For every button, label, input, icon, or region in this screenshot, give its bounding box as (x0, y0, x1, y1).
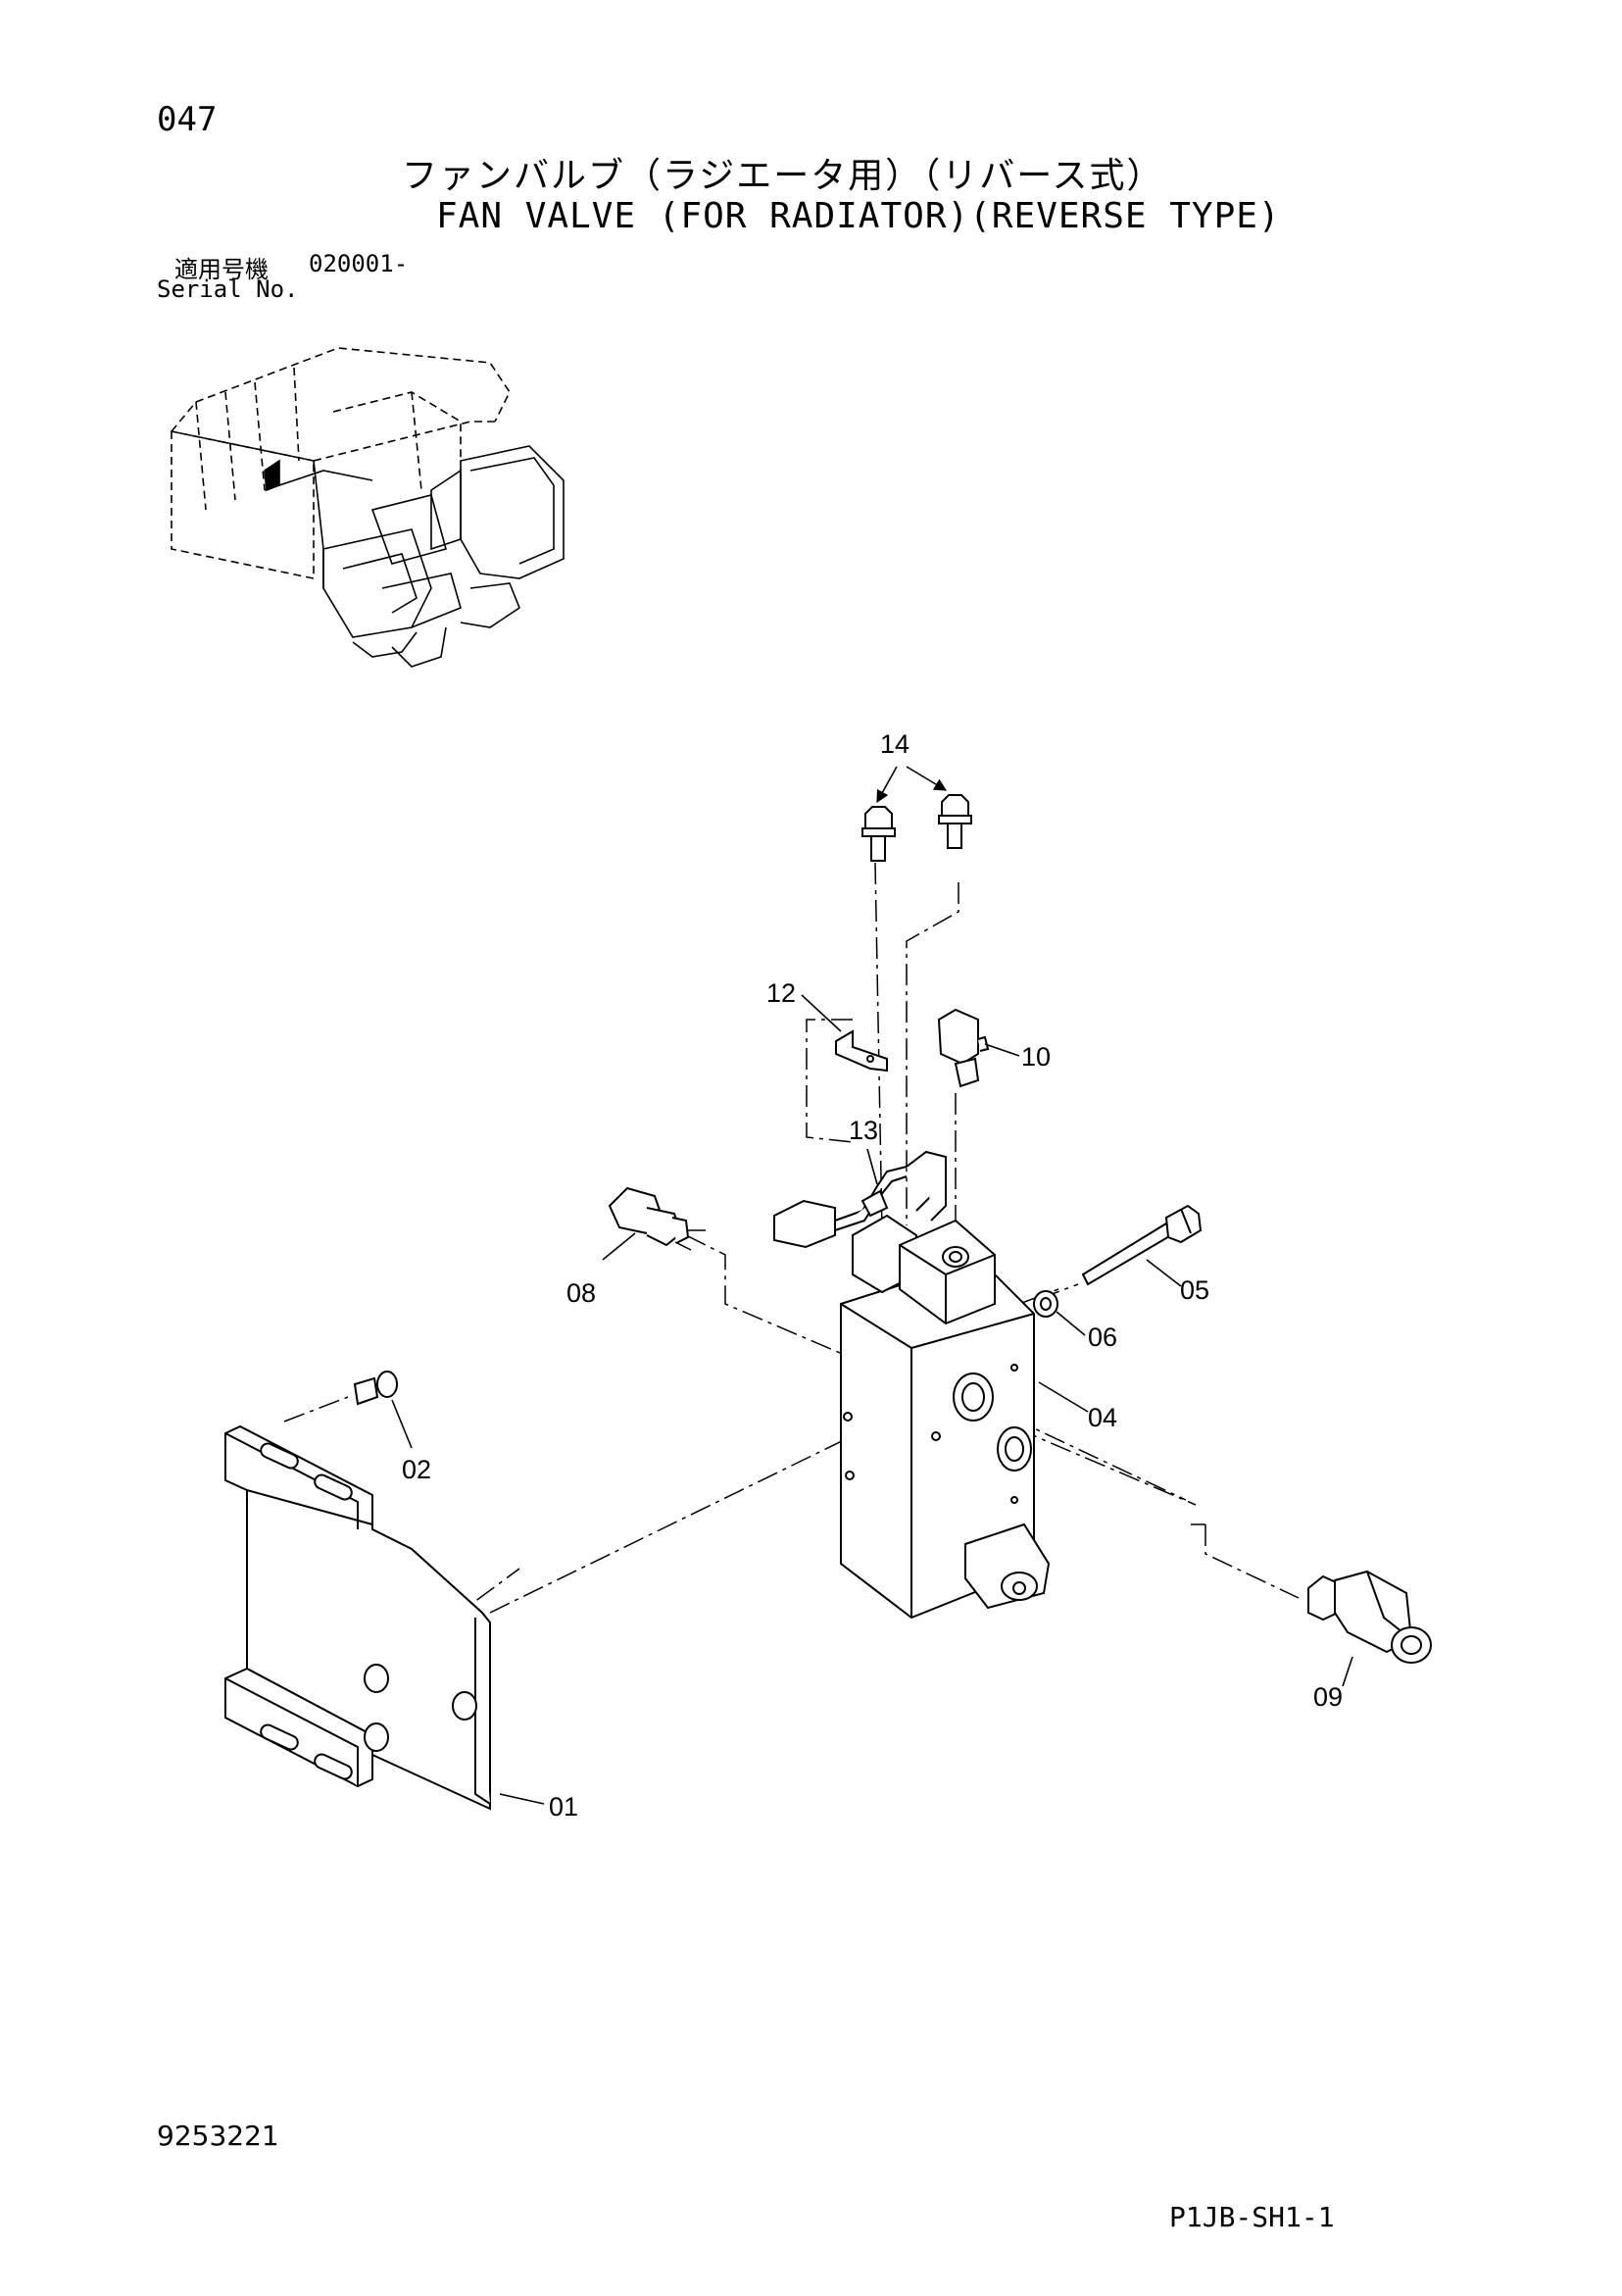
title-english: FAN VALVE (FOR RADIATOR)(REVERSE TYPE) (436, 196, 1281, 236)
part-13-harness (773, 1150, 947, 1249)
leader-lines (391, 766, 1353, 1805)
callout-14: 14 (880, 729, 909, 759)
serial-label-english: Serial No. (157, 275, 299, 303)
callout-08: 08 (566, 1278, 596, 1308)
title-japanese: ファンバルブ（ラジエータ用）（リバース式） (402, 156, 1164, 196)
callout-01: 01 (549, 1792, 578, 1822)
callout-06: 06 (1088, 1323, 1117, 1352)
callout-12: 12 (766, 978, 796, 1008)
callout-02: 02 (402, 1455, 431, 1484)
part-04-valve-block (840, 1214, 1051, 1620)
document-number: 9253221 (157, 2120, 279, 2152)
part-06-washer (1033, 1290, 1058, 1318)
callout-13: 13 (849, 1116, 878, 1145)
page-number: 047 (157, 100, 218, 139)
callout-05: 05 (1180, 1275, 1209, 1305)
serial-range: 020001- (309, 250, 409, 277)
serial-label-japanese: 適用号機 (174, 256, 269, 283)
machine-location-thumbnail (171, 347, 565, 668)
part-12-bracket (835, 1029, 888, 1073)
callout-09: 09 (1313, 1682, 1343, 1712)
callout-10: 10 (1021, 1042, 1051, 1072)
part-09-elbow-fitting (1307, 1570, 1432, 1664)
sheet-code: P1JB-SH1-1 (1169, 2201, 1335, 2233)
part-10-connector (937, 1008, 990, 1088)
part-05-bolt (1081, 1204, 1203, 1286)
part-08-fitting (608, 1186, 690, 1247)
part-02-screw (353, 1371, 398, 1406)
callout-04: 04 (1088, 1403, 1117, 1432)
part-01-mounting-bracket (224, 1424, 491, 1811)
part-14-bolts (861, 794, 972, 862)
